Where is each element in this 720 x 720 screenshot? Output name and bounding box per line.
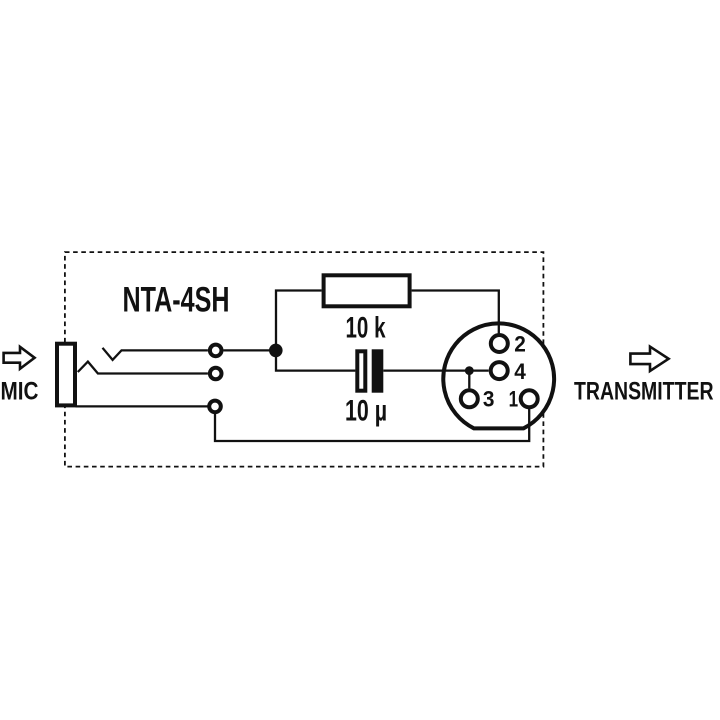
pin3-pin4-junction-dot xyxy=(464,366,474,375)
resistor-symbol xyxy=(321,273,412,309)
mic-block-arrow-right-icon xyxy=(2,344,37,372)
pin-2-label: 2 xyxy=(514,332,526,357)
ring-terminal-circle xyxy=(207,365,224,382)
junction-dot xyxy=(269,343,283,358)
pin-3-label: 3 xyxy=(483,387,495,412)
tip-to-resistor-wire xyxy=(223,289,322,352)
capacitor-plate-left xyxy=(355,349,368,393)
resistor-to-pin2-wire xyxy=(411,289,500,334)
pin-2-circle xyxy=(488,333,510,354)
capacitor-value-label: 10 µ xyxy=(345,394,387,427)
tip-contact-wire xyxy=(101,347,208,362)
junction-to-capacitor-wire xyxy=(274,350,356,372)
capacitor-symbol xyxy=(355,349,384,393)
pin-1-circle xyxy=(518,388,540,410)
sleeve-terminal-circle xyxy=(207,398,223,415)
pin-4-label: 4 xyxy=(514,359,526,384)
sleeve-to-pin1-wire xyxy=(213,409,531,443)
pin-3-circle xyxy=(458,388,480,410)
transmitter-block-arrow-right-icon xyxy=(629,344,671,374)
model-title-label: NTA-4SH xyxy=(123,281,230,320)
jack-plug-symbol xyxy=(55,341,77,408)
capacitor-plate-right xyxy=(371,349,384,393)
transmitter-label: TRANSMITTER xyxy=(574,377,714,405)
ring-contact-wire xyxy=(76,359,208,375)
tip-terminal-circle xyxy=(207,342,224,359)
pin-1-label: 1 xyxy=(509,387,518,412)
mic-label: MIC xyxy=(1,377,39,405)
resistor-value-label: 10 k xyxy=(346,312,386,345)
pin-4-circle xyxy=(488,360,510,382)
